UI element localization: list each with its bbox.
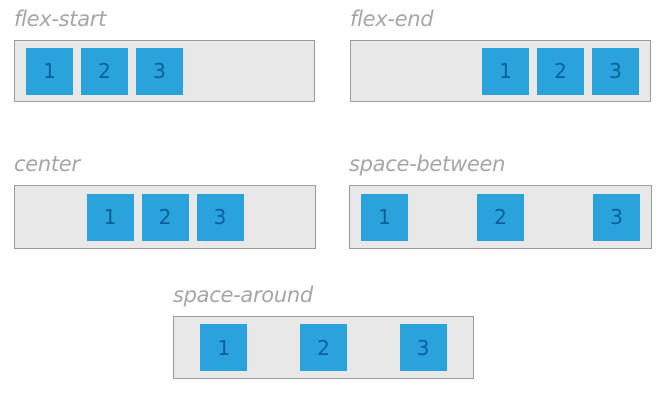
- space-between-container: 1 2 3: [349, 185, 652, 249]
- flex-item-2: 2: [537, 47, 584, 95]
- flex-start-label: flex-start: [14, 7, 107, 31]
- flex-start-container: 1 2 3: [14, 40, 315, 102]
- flex-end-label: flex-end: [350, 7, 434, 31]
- flex-item-2: 2: [299, 324, 347, 371]
- flex-item-1: 1: [26, 47, 73, 95]
- space-between-label: space-between: [349, 152, 506, 176]
- flex-item-3: 3: [592, 47, 639, 95]
- flex-item-3: 3: [136, 47, 183, 95]
- space-around-label: space-around: [173, 283, 313, 307]
- center-container: 1 2 3: [14, 185, 316, 249]
- flex-item-3: 3: [593, 193, 640, 241]
- flex-end-container: 1 2 3: [350, 40, 651, 102]
- center-label: center: [14, 152, 80, 176]
- flex-item-1: 1: [86, 193, 134, 241]
- flex-item-1: 1: [361, 193, 408, 241]
- flex-item-2: 2: [141, 193, 189, 241]
- flex-item-3: 3: [196, 193, 244, 241]
- space-around-container: 1 2 3: [173, 316, 474, 379]
- flex-item-1: 1: [482, 47, 529, 95]
- flex-item-2: 2: [81, 47, 128, 95]
- flex-item-2: 2: [477, 193, 524, 241]
- flex-item-3: 3: [399, 324, 447, 371]
- flex-item-1: 1: [200, 324, 248, 371]
